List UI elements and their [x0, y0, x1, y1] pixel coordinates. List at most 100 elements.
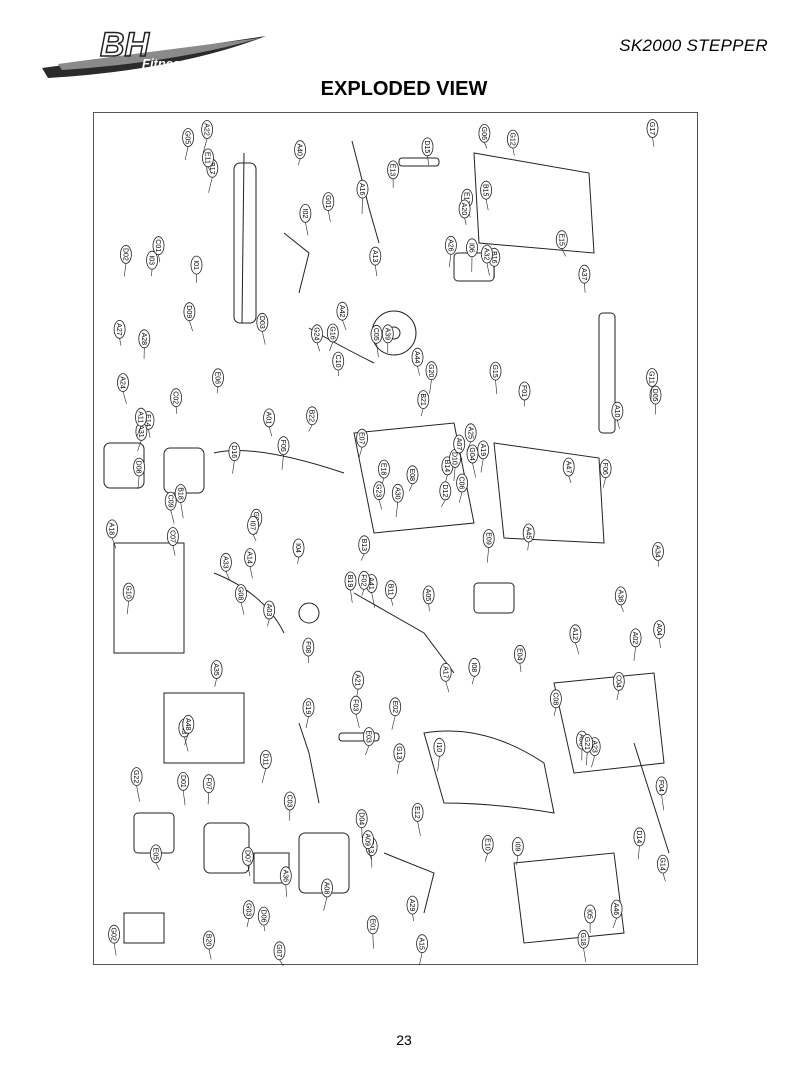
part-callout: A05 [422, 585, 435, 612]
part-callout-label: E02 [391, 701, 398, 714]
part-callout: I01 [190, 255, 203, 283]
part-callout-label: A36 [281, 870, 288, 883]
part-callout-label: I10 [435, 742, 442, 752]
part-callout: G05 [182, 128, 194, 161]
part-callout-label: C09 [166, 495, 173, 508]
part-callout: A28 [138, 329, 151, 359]
part-callout-label: A48 [184, 718, 191, 731]
part-callout: A15 [416, 934, 429, 966]
part-callout: C07 [167, 527, 179, 556]
spring-lower [338, 732, 380, 742]
part-callout-label: B11 [387, 584, 394, 596]
part-callout: E03 [362, 727, 375, 756]
part-callout: F07 [202, 774, 215, 805]
part-callout-label: A02 [631, 632, 638, 645]
part-callout: A47 [562, 457, 575, 483]
part-callout: A40 [294, 140, 307, 166]
part-callout: E07 [356, 428, 369, 459]
part-callout-label: F03 [352, 699, 359, 711]
part-callout: C09 [164, 491, 177, 524]
part-callout-label: D02 [122, 248, 129, 261]
part-callout: A24 [117, 373, 129, 404]
part-callout-label: G16 [328, 326, 335, 339]
part-callout: A03 [263, 600, 276, 627]
part-callout-label: B17 [208, 162, 215, 175]
part-callout: A45 [522, 523, 535, 551]
pedal-lower [473, 582, 515, 614]
part-callout-label: A42 [338, 305, 345, 318]
part-callout-label: E09 [484, 532, 491, 545]
part-callout: G11 [646, 368, 658, 402]
part-callout-label: D10 [451, 452, 458, 465]
part-callout: I10 [433, 737, 446, 772]
part-callout-label: A26 [447, 239, 454, 252]
part-callout: A27 [113, 319, 126, 346]
part-callout: A18 [106, 519, 119, 549]
part-callout-label: B21 [419, 393, 426, 406]
part-callout-label: B18 [176, 487, 183, 500]
part-callout-label: A15 [418, 937, 425, 950]
part-callout: A08 [321, 878, 333, 911]
part-callout-label: A32 [483, 248, 490, 261]
part-callout: G10 [122, 582, 135, 615]
part-callout: A25 [464, 423, 477, 451]
part-callout-label: G22 [132, 770, 139, 783]
part-callout: C08 [549, 689, 562, 716]
part-callout: I09 [511, 837, 524, 866]
part-callout: E05 [150, 844, 162, 870]
part-callout: G13 [393, 743, 406, 774]
part-callout: A22 [201, 120, 213, 153]
drive-chain-lower [298, 722, 320, 804]
part-callout-label: D15 [423, 140, 430, 153]
part-callout-label: A34 [654, 545, 661, 558]
part-callout: B21 [417, 390, 430, 417]
part-callout-label: G06 [480, 127, 487, 140]
part-callout-label: G07 [275, 944, 282, 957]
part-callout: G06 [478, 123, 491, 149]
part-callout: E10 [481, 835, 494, 862]
part-callout: A46 [610, 899, 623, 929]
part-callout-label: A45 [524, 527, 531, 540]
part-callout-label: D07 [243, 850, 250, 863]
part-callout-label: C06 [458, 477, 465, 490]
part-callout-label: G04 [468, 447, 475, 460]
part-callout: I02 [299, 204, 312, 236]
page-number: 23 [396, 1032, 412, 1048]
gear-lower [298, 602, 320, 624]
part-callout-label: A17 [441, 666, 448, 679]
part-callout: G03 [242, 900, 255, 928]
support-bar [633, 742, 670, 854]
part-callout-label: A39 [383, 328, 390, 341]
part-callout-label: G23 [375, 484, 382, 497]
part-callout: G23 [373, 481, 385, 510]
part-callout: E09 [482, 529, 495, 563]
part-callout: D03 [256, 312, 269, 345]
part-callout: B22 [306, 406, 319, 432]
part-callout-label: A47 [564, 461, 571, 474]
part-callout: C01 [152, 236, 165, 263]
part-callout-label: E15 [557, 233, 564, 246]
part-callout: I06 [466, 238, 478, 272]
part-callout: B19 [344, 571, 357, 603]
part-callout: I07 [247, 515, 260, 542]
part-callout-label: A24 [119, 376, 126, 389]
part-callout: A35 [210, 660, 223, 687]
part-callout: A30 [391, 483, 404, 518]
part-callout-label: A10 [613, 405, 620, 418]
part-callout-label: G10 [124, 585, 131, 598]
tool-kit-box [113, 542, 185, 654]
label-plate [123, 912, 165, 944]
part-callout: B18 [174, 484, 187, 519]
part-callout: D14 [633, 827, 646, 860]
part-callout-label: B20 [205, 934, 212, 947]
part-callout-label: G12 [509, 132, 516, 145]
part-callout-label: G24 [313, 327, 320, 340]
part-callout-label: I02 [301, 209, 308, 219]
wire-harness [383, 852, 435, 914]
part-callout-label: G13 [395, 746, 402, 759]
handle-bracket [283, 232, 310, 294]
part-callout-label: A08 [323, 882, 330, 895]
part-callout-label: C03 [285, 795, 292, 808]
part-callout: A04 [653, 620, 666, 648]
part-callout: I04 [292, 538, 305, 564]
